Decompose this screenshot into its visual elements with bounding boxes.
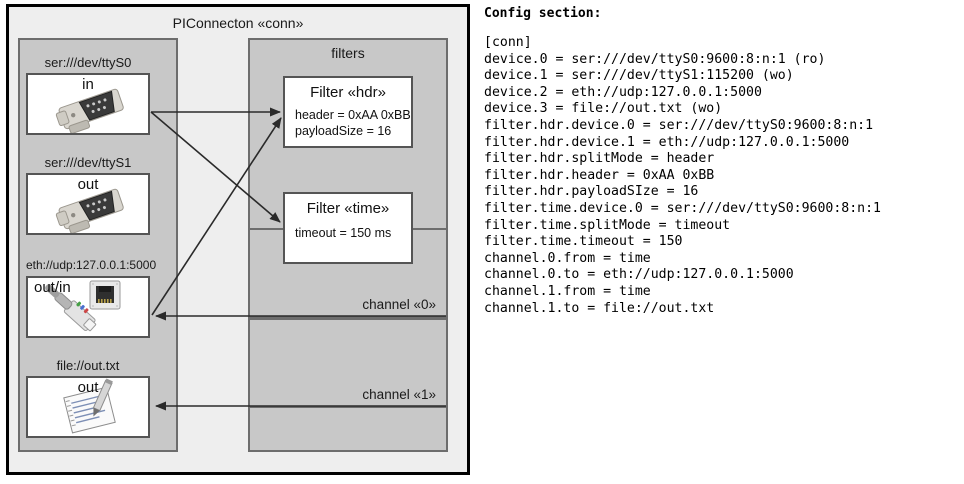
config-section: Config section: [conn] device.0 = ser://… xyxy=(482,6,960,317)
device-0-box: in xyxy=(26,73,150,135)
device-0-label: ser:///dev/ttyS0 xyxy=(44,55,132,70)
serial-port-icon xyxy=(55,88,124,133)
channel-1-label: channel «1» xyxy=(362,387,436,402)
device-3-direction: out xyxy=(77,379,99,396)
config-text: [conn] device.0 = ser:///dev/ttyS0:9600:… xyxy=(484,35,881,316)
device-1-label: ser:///dev/ttyS1 xyxy=(44,155,132,170)
device-3-box: out xyxy=(26,376,150,438)
device-0-direction: in xyxy=(82,76,94,93)
filter-card-time[interactable]: Filter «time» timeout = 150 ms xyxy=(283,192,413,264)
device-3-label: file://out.txt xyxy=(56,358,120,373)
serial-port-icon xyxy=(55,188,124,233)
device-2-label: eth://udp:127.0.0.1:5000 xyxy=(26,258,157,272)
text-file-icon xyxy=(63,378,116,434)
device-2-direction: out/in xyxy=(34,279,71,296)
device-1-direction: out xyxy=(77,176,99,193)
filter-time-attr-timeout: timeout = 150 ms xyxy=(295,226,392,240)
config-heading: Config section: xyxy=(484,6,602,21)
filters-group-title: filters xyxy=(331,45,365,61)
filter-card-hdr[interactable]: Filter «hdr» header = 0xAA 0xBB payloadS… xyxy=(283,76,413,148)
filter-time-title: Filter «time» xyxy=(306,200,390,217)
filter-hdr-attr-header: header = 0xAA 0xBB xyxy=(295,108,411,122)
channel-0-label: channel «0» xyxy=(362,297,436,312)
filter-hdr-attr-payloadsize: payloadSize = 16 xyxy=(295,124,392,138)
package-title: PIConnecton «conn» xyxy=(172,15,304,31)
ethernet-jack-icon xyxy=(45,280,121,332)
filter-hdr-title: Filter «hdr» xyxy=(310,84,386,101)
device-1-box: out xyxy=(26,173,150,235)
device-2-box: out/in xyxy=(26,276,150,338)
channel-region-1: channel «1» xyxy=(248,318,448,408)
